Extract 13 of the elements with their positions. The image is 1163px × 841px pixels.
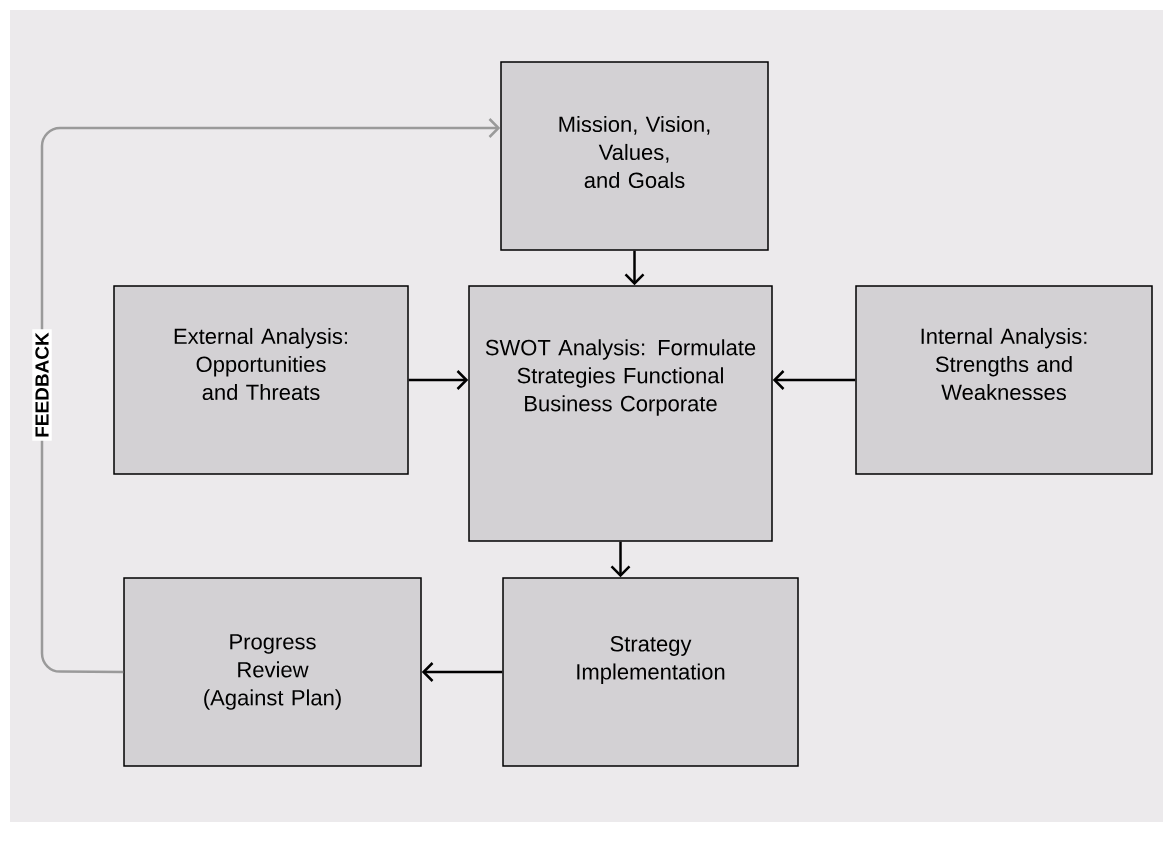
- arrow: [421, 662, 503, 682]
- arrow: [772, 370, 856, 390]
- process-box: Internal Analysis: Strengths and Weaknesses: [855, 285, 1153, 475]
- process-box: Strategy Implementation: [502, 577, 799, 767]
- arrow: [624, 250, 645, 286]
- edge-label: FEEDBACK: [32, 329, 52, 441]
- arrow: [610, 541, 631, 578]
- process-box: External Analysis: Opportunities and Threats: [113, 285, 409, 475]
- arrow: [408, 370, 469, 390]
- process-box: Mission, Vision, Values, and Goals: [500, 61, 769, 251]
- process-box: SWOT Analysis: Formulate Strategies Functional Business Corporate: [468, 285, 773, 542]
- arrow: [40, 118, 501, 674]
- process-box: Progress Review (Against Plan): [123, 577, 422, 767]
